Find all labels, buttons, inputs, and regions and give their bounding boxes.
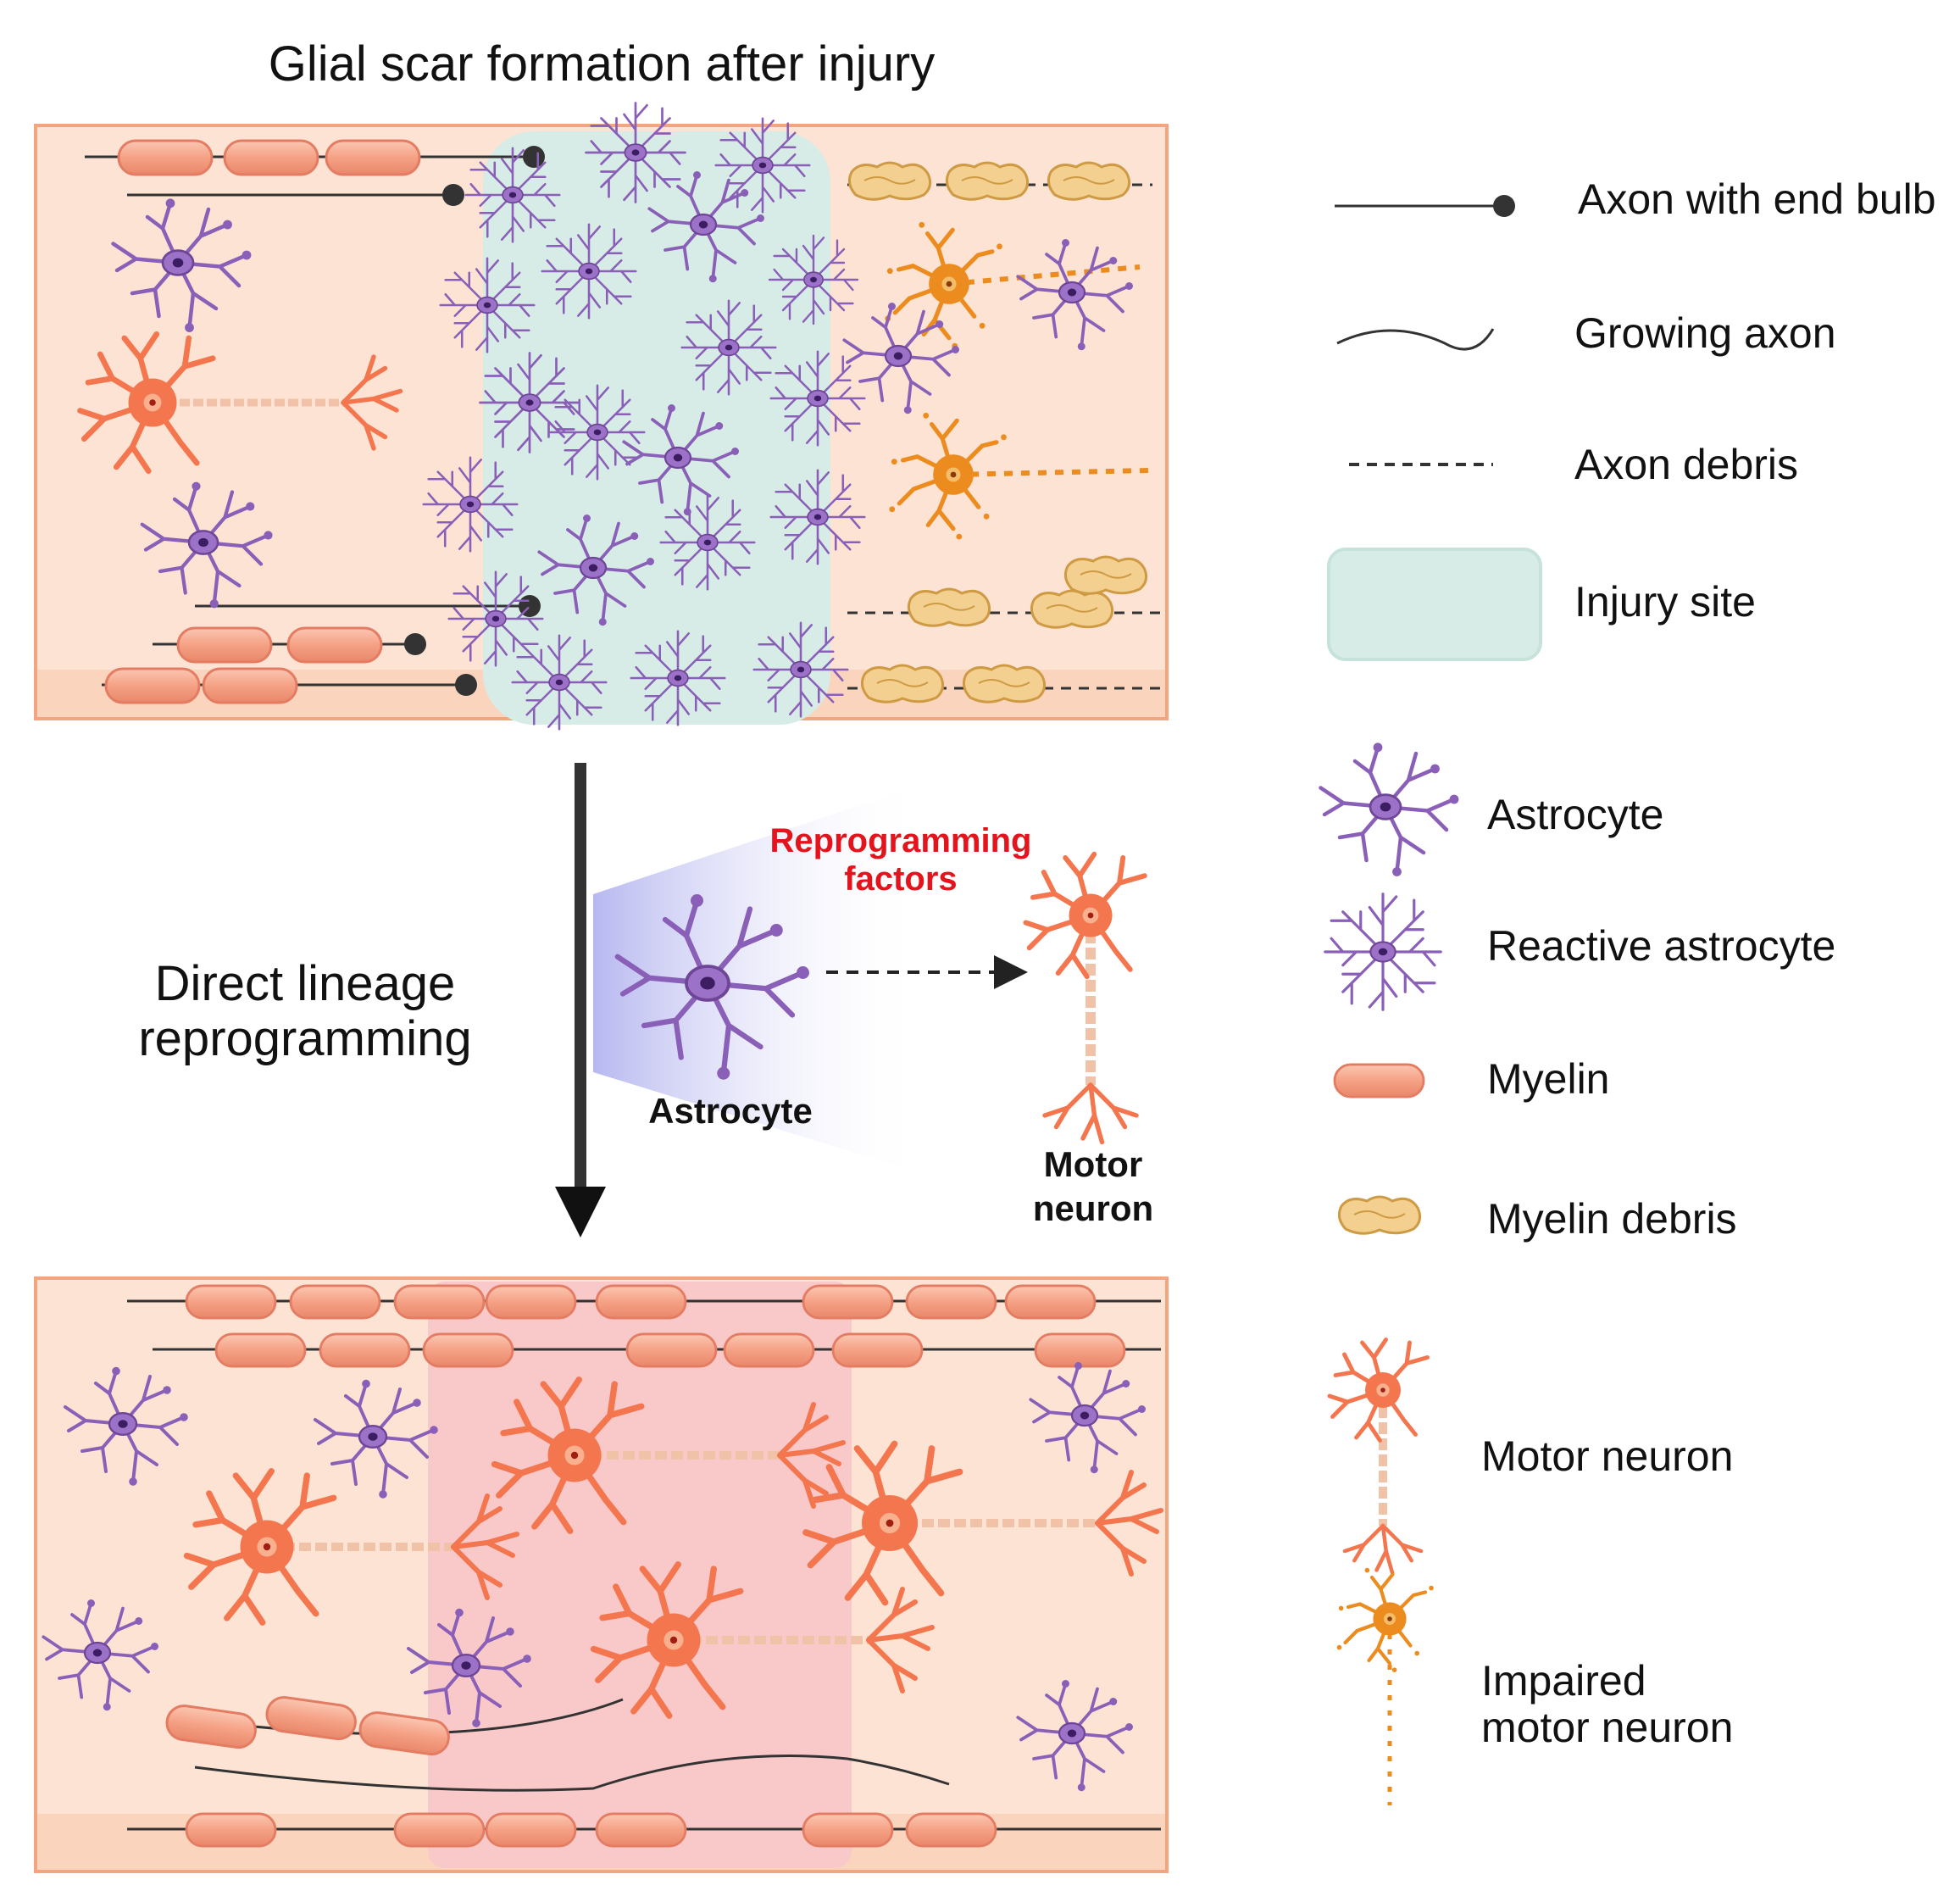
legend-item-astrocyte: Astrocyte [1321,742,1663,876]
bottom-panel-regeneration [34,1276,1169,1873]
myelin-icon [1333,1063,1425,1098]
process-arrow-head [555,1187,606,1237]
legend-label: Axon with end bulb [1578,175,1936,223]
myelin-debris [860,664,945,704]
inset-motor-neuron-label-line2: neuron [1033,1188,1153,1228]
reactive-astrocyte [422,456,519,553]
motor-neuron [594,1565,933,1716]
figure-title: Glial scar formation after injury [269,36,935,92]
myelin-debris [1047,161,1131,201]
reactive-astrocyte-icon [1324,893,1442,1011]
growing-axon [194,1755,950,1792]
reactive-astrocyte [511,634,608,731]
legend-label: Growing axon [1574,309,1836,357]
reactive-astrocyte [680,299,777,396]
myelin-debris [907,587,991,627]
astrocyte-icon [1321,742,1459,876]
legend-label-line1: Impaired [1481,1657,1646,1705]
legend-label: Axon debris [1574,441,1798,488]
legend-item-growing-axon: Growing axon [1336,309,1836,357]
inset-motor-neuron [1026,854,1145,1143]
process-label-line1: Direct lineage [155,956,456,1011]
impaired-motor-neuron [885,222,1141,349]
legend-label: Myelin debris [1487,1195,1737,1243]
reactive-astrocyte [549,384,646,481]
axon-end-bulb-icon [1335,195,1515,217]
inset-astrocyte-label: Astrocyte [648,1091,813,1131]
reactive-astrocyte [630,630,726,726]
legend-item-motor-neuron: Motor neuron [1330,1340,1733,1574]
legend-item-axon-end-bulb: Axon with end bulb [1335,175,1936,223]
legend-label-line2: motor neuron [1481,1704,1733,1751]
legend: Axon with end bulb Growing axon Axon deb… [1321,175,1936,1805]
reactive-astrocyte [659,494,756,591]
legend-label: Myelin [1487,1055,1609,1103]
motor-neuron [80,334,400,471]
reactive-astrocyte [768,234,859,325]
myelin-debris [1063,555,1148,595]
myelin-debris [962,664,1047,704]
motor-neuron [495,1380,844,1532]
process-label-line2: reprogramming [138,1011,471,1066]
axon-with-end-bulb [127,184,464,206]
myelin-debris [945,161,1030,201]
reprogramming-step: Direct lineage reprogramming Astrocyte R… [138,763,1153,1237]
injury-site [483,131,830,725]
axon-with-end-bulb [102,667,477,704]
reactive-astrocyte [752,621,849,718]
reactive-astrocyte [439,257,536,353]
myelin-debris [847,161,932,201]
legend-item-impaired-motor-neuron: Impaired motor neuron [1337,1568,1733,1805]
legend-label: Injury site [1574,578,1756,626]
myelin-debris [1030,589,1114,629]
regenerated-zone [428,1282,852,1868]
inset-motor-neuron-label-line1: Motor [1044,1144,1143,1184]
legend-item-axon-debris: Axon debris [1349,441,1798,488]
axon-with-end-bulb [85,139,545,176]
legend-label: Astrocyte [1487,791,1663,838]
legend-label: Reactive astrocyte [1487,922,1835,970]
growing-axon-icon [1336,328,1495,351]
reactive-astrocyte [769,350,866,447]
reprogramming-factors-line2: factors [844,860,957,898]
reprogramming-factors-line1: Reprogramming [770,822,1032,859]
myelin-debris-icon [1337,1195,1422,1235]
myelinated-axon [153,1332,1161,1368]
legend-item-myelin-debris: Myelin debris [1337,1195,1737,1243]
motor-neuron [806,1444,1161,1603]
reactive-astrocyte [541,223,637,320]
reactive-astrocyte [585,102,686,203]
growing-axon [165,1696,624,1756]
motor-neuron-icon [1330,1340,1428,1574]
axon-with-end-bulb [153,626,426,664]
reactive-astrocyte [479,352,580,453]
injury-site-icon [1327,548,1542,661]
reactive-astrocyte [464,147,561,243]
legend-item-myelin: Myelin [1333,1055,1609,1103]
top-panel-glial-scar [34,102,1169,731]
reactive-astrocyte [769,469,866,565]
legend-item-reactive-astrocyte: Reactive astrocyte [1324,893,1835,1011]
impaired-motor-neuron-icon [1337,1568,1434,1805]
myelinated-axon [127,1284,1161,1320]
legend-item-injury-site: Injury site [1327,548,1756,661]
inset-cone [593,784,924,1174]
legend-label: Motor neuron [1481,1432,1733,1480]
myelinated-axon [127,1812,1161,1848]
